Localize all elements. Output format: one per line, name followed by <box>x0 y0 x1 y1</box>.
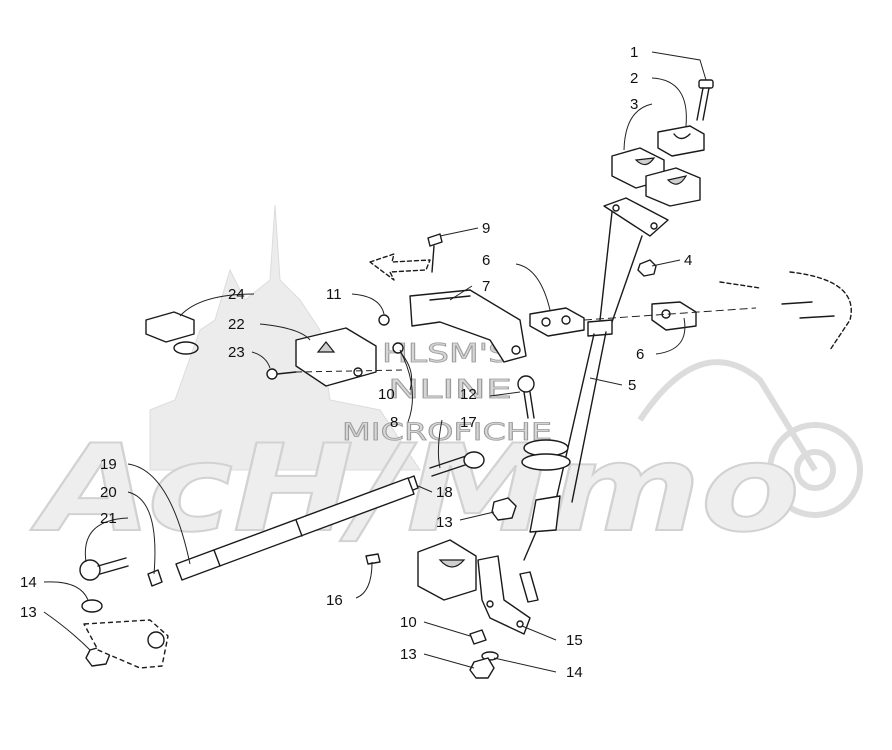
callout-3: 3 <box>630 96 638 113</box>
part-23-screw <box>266 368 297 380</box>
callout-24: 24 <box>228 286 245 303</box>
callout-10-lower: 10 <box>400 614 417 631</box>
leader-lines <box>43 51 707 673</box>
part-11-nut <box>378 314 390 326</box>
watermark-line-1: HLSM'S <box>382 339 510 369</box>
part-16-screw <box>365 553 381 565</box>
callout-14-lower: 14 <box>566 664 583 681</box>
part-10-nut-lower <box>469 629 487 645</box>
lower-pivot-block <box>417 539 477 601</box>
callout-17: 17 <box>460 414 477 431</box>
part-10-nut-upper <box>392 342 404 354</box>
callout-7: 7 <box>482 278 490 295</box>
part-13-nut-lower <box>469 657 495 679</box>
callout-19: 19 <box>100 456 117 473</box>
callout-10-upper: 10 <box>378 386 395 403</box>
watermark-motorcycle <box>637 359 863 518</box>
steering-arm-left <box>83 619 169 669</box>
reference-handlebar-right <box>719 271 852 351</box>
reference-arrow-left <box>369 253 431 281</box>
watermark-line-3: MICROFICHE <box>342 418 552 446</box>
callout-5: 5 <box>628 377 636 394</box>
part-12-bolt <box>517 375 535 419</box>
callout-13-lower: 13 <box>400 646 417 663</box>
part-4-nut <box>637 259 657 277</box>
watermark-skyline <box>149 204 421 471</box>
part-21-tie-rod-end <box>79 557 129 581</box>
part-3-handlebar-block <box>611 147 701 207</box>
callout-20: 20 <box>100 484 117 501</box>
callout-12: 12 <box>460 386 477 403</box>
callout-labels: 1 2 3 4 5 6 6 7 8 9 10 10 11 12 13 13 13… <box>20 44 692 681</box>
callout-18: 18 <box>436 484 453 501</box>
callout-2: 2 <box>630 70 638 87</box>
part-6-clamp-left <box>529 307 585 337</box>
part-9-screw <box>427 233 443 273</box>
part-17-tie-rod-end <box>429 451 485 477</box>
part-14-washer-left <box>81 599 103 613</box>
callout-15: 15 <box>566 632 583 649</box>
part-24-pad <box>145 311 199 355</box>
part-2-upper-clamp <box>657 125 705 157</box>
callout-6-left: 6 <box>482 252 490 269</box>
part-6-clamp-right <box>651 301 697 331</box>
callout-21: 21 <box>100 510 117 527</box>
callout-22: 22 <box>228 316 245 333</box>
callout-6-right: 6 <box>636 346 644 363</box>
callout-8: 8 <box>390 414 398 431</box>
callout-16: 16 <box>326 592 343 609</box>
callout-23: 23 <box>228 344 245 361</box>
part-20-jam-nut <box>147 569 163 587</box>
callout-14-left: 14 <box>20 574 37 591</box>
callout-4: 4 <box>684 252 692 269</box>
callout-1: 1 <box>630 44 638 61</box>
callout-11: 11 <box>326 286 342 303</box>
part-19-tie-rod <box>175 477 415 581</box>
part-5-steering-post <box>519 197 669 603</box>
part-7-bracket <box>409 289 527 363</box>
part-15-lower-bracket <box>477 555 531 635</box>
watermark-line-2: NLINE <box>388 375 512 405</box>
callout-13-center: 13 <box>436 514 453 531</box>
callout-9: 9 <box>482 220 490 237</box>
part-1-bolt <box>696 79 714 121</box>
callout-13-left: 13 <box>20 604 37 621</box>
